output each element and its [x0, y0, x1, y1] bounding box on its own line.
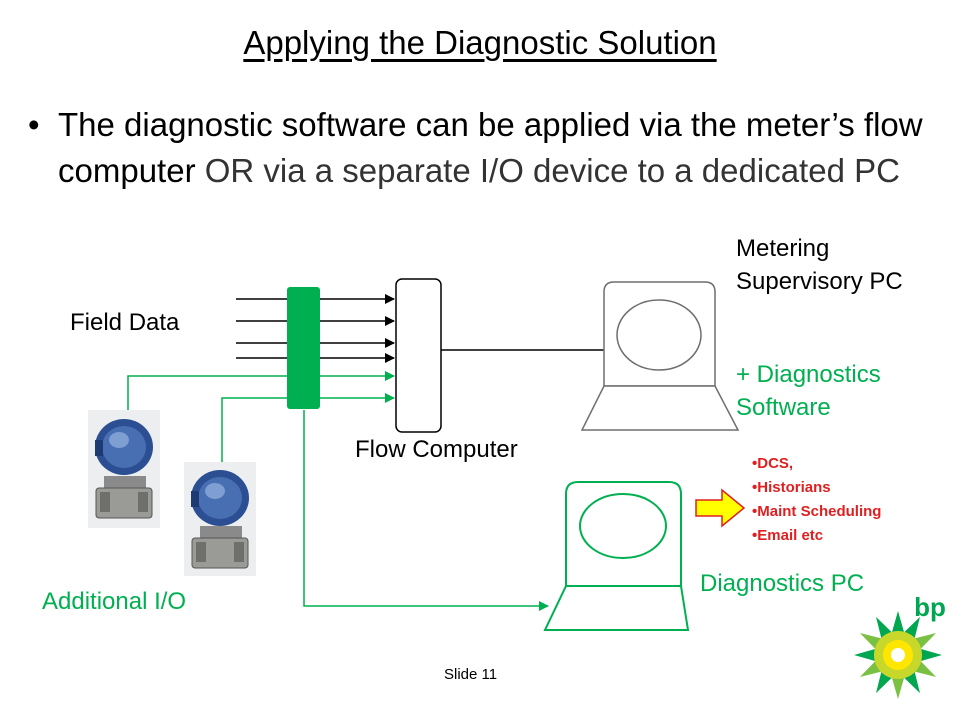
transmitter-icon-2: [184, 462, 256, 576]
bullet-point: • The diagnostic software can be applied…: [28, 102, 938, 194]
io-line-to-diagnostics-pc: [303, 410, 549, 611]
bullet-marker: •: [28, 106, 40, 143]
output-item: •Maint Scheduling: [752, 503, 882, 520]
diagnostics-pc-icon: [543, 481, 690, 631]
io-device-bar: [287, 287, 320, 409]
diagnostics-pc-label: Diagnostics PC: [700, 570, 865, 597]
field-data-label: Field Data: [70, 309, 180, 336]
slide-title: Applying the Diagnostic Solution: [243, 24, 717, 61]
bp-helios-logo: [854, 611, 942, 699]
flow-computer-label: Flow Computer: [355, 436, 518, 463]
output-item: •Historians: [752, 479, 831, 496]
transmitter-icon-1: [88, 410, 160, 528]
output-arrow: [695, 488, 746, 528]
io-line-2: [221, 393, 395, 462]
flow-computer-box: [395, 278, 442, 433]
diagnostics-software-label: + Diagnostics Software: [736, 361, 881, 421]
output-item: •Email etc: [752, 527, 824, 544]
bp-logo-text: bp: [914, 592, 946, 622]
bullet-text-light: OR via a separate I/O device to a dedica…: [195, 152, 900, 189]
output-item: •DCS,: [752, 455, 794, 472]
bullet-text: The diagnostic software can be applied v…: [58, 102, 938, 194]
bullet-text-dark: The diagnostic software can be applied v…: [58, 106, 923, 189]
additional-io-label: Additional I/O: [42, 588, 187, 615]
supervisory-pc-icon: [580, 281, 740, 431]
supervisory-pc-label: Metering Supervisory PC: [736, 235, 903, 295]
slide-number: Slide 11: [444, 666, 498, 683]
output-systems-list: •DCS, •Historians •Maint Scheduling •Ema…: [752, 452, 881, 548]
